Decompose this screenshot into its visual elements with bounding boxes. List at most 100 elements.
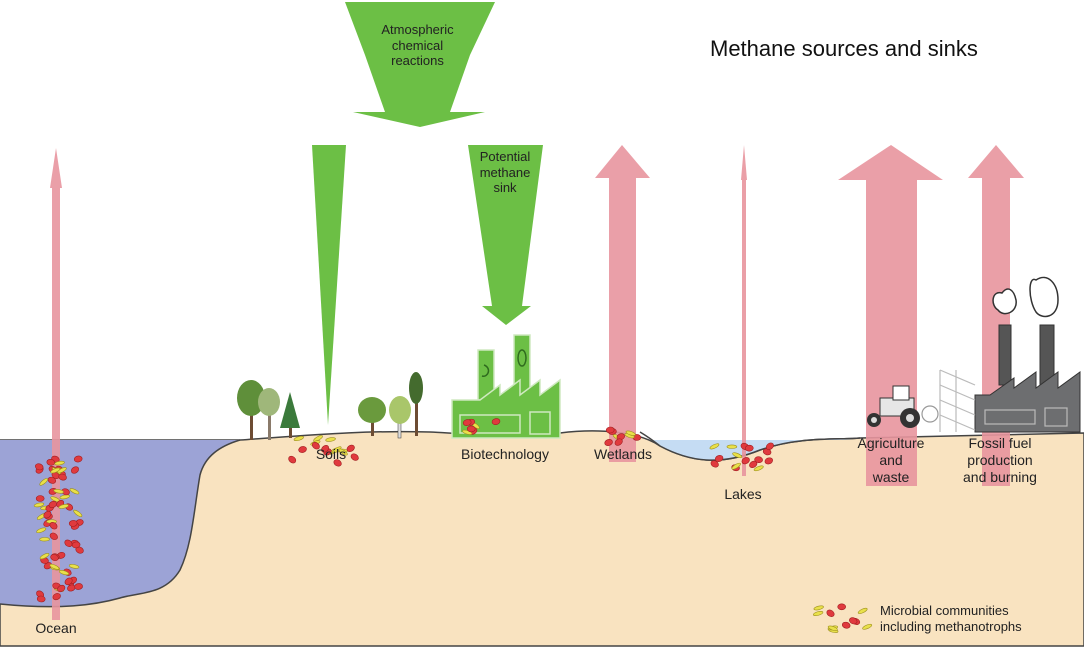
ocean-label: Ocean (35, 620, 77, 636)
microbe (73, 455, 83, 463)
microbe (39, 478, 49, 486)
microbe (466, 425, 476, 433)
potential-sink-label: Potential methane sink (460, 149, 550, 196)
potential-label-line-3: sink (493, 180, 517, 196)
agriculture-label: Agriculture and waste (845, 435, 937, 485)
microbe (54, 460, 65, 466)
potential-sink-arrow (468, 145, 543, 325)
microbe (605, 426, 615, 434)
microbe (298, 446, 307, 453)
atmospheric-label-line-3: reactions (391, 53, 444, 69)
microbe (53, 489, 64, 494)
fossil-label-line-1: Fossil fuel (968, 435, 1032, 451)
microbe (57, 467, 67, 474)
microbe (74, 583, 83, 590)
atmospheric-label-line-1: Atmospheric (381, 22, 454, 37)
microbe (753, 465, 764, 472)
microbe (71, 541, 81, 549)
microbe (614, 438, 623, 446)
microbe (604, 439, 613, 446)
fossil-factory (939, 276, 1081, 433)
microbe (726, 444, 738, 449)
agriculture-label-line-2: and (879, 451, 903, 468)
microbe (49, 521, 58, 530)
microbe (52, 593, 61, 601)
microbe (75, 546, 84, 554)
microbe (709, 443, 720, 450)
microbe (39, 537, 50, 542)
microbe (39, 553, 50, 560)
microbe (49, 563, 60, 570)
microbe (311, 441, 320, 450)
microbe (49, 532, 58, 540)
microbe (764, 457, 773, 465)
fossil-label: Fossil fuel production and burning (953, 435, 1047, 485)
microbe (313, 435, 323, 442)
microbe (58, 473, 67, 481)
microbe (59, 494, 71, 500)
microbe (732, 452, 743, 459)
microbe (754, 456, 763, 464)
microbe (491, 418, 501, 425)
ocean-floor (0, 439, 241, 608)
potential-label-line-1: Potential (479, 149, 531, 164)
microbe (50, 554, 59, 561)
legend-line-2: including methanotrophs (880, 619, 1022, 635)
microbe (714, 455, 724, 462)
microbe (325, 437, 336, 442)
diagram-title: Methane sources and sinks (710, 36, 978, 61)
microbe (333, 459, 342, 467)
microbe (33, 502, 45, 508)
atmospheric-sink-arrow (345, 2, 495, 127)
microbe (346, 444, 355, 453)
microbe (837, 603, 847, 611)
microbe (745, 444, 754, 452)
microbe (827, 625, 838, 632)
fossil-label-line-3: and burning (963, 468, 1037, 485)
biotechnology-label: Biotechnology (461, 446, 549, 462)
lake-water (652, 439, 860, 461)
microbe (857, 607, 868, 614)
microbe (350, 453, 359, 461)
microbe (36, 527, 47, 534)
microbe (58, 570, 70, 576)
legend-label: Microbial communities including methanot… (880, 603, 1022, 636)
lakes-label: Lakes (724, 486, 762, 502)
atmospheric-sink-label: Atmospheric chemical reactions (355, 22, 480, 69)
microbe (43, 510, 52, 519)
agriculture-label-line-1: Agriculture (857, 435, 925, 451)
microbe (68, 520, 78, 527)
microbe (34, 463, 44, 471)
soils-sink-arrow (312, 145, 346, 425)
microbe (710, 460, 719, 468)
potential-label-line-2: methane (479, 164, 531, 180)
wetlands-source-arrow (595, 145, 650, 462)
microbe (48, 500, 57, 509)
microbe (862, 623, 873, 630)
microbe (288, 455, 297, 464)
legend-line-1: Microbial communities (880, 603, 1009, 618)
microbe (293, 435, 304, 442)
microbe (58, 504, 69, 509)
microbe (57, 584, 66, 593)
microbe (50, 467, 61, 474)
wetlands-label: Wetlands (593, 446, 653, 462)
microbe (332, 446, 342, 454)
trees (237, 372, 423, 440)
microbe (69, 488, 80, 495)
agriculture-label-line-3: waste (872, 468, 910, 485)
sink-arrows (312, 2, 543, 425)
microbe (849, 617, 858, 625)
microbe (64, 539, 73, 547)
tractor (867, 385, 939, 428)
microbe (731, 462, 741, 470)
fossil-label-line-2: production (967, 451, 1033, 468)
microbe (338, 448, 348, 456)
microbe (36, 595, 46, 603)
microbe (462, 419, 472, 426)
microbe (35, 495, 45, 502)
microbe (741, 457, 750, 465)
microbe (765, 442, 774, 451)
microbe (826, 609, 835, 617)
